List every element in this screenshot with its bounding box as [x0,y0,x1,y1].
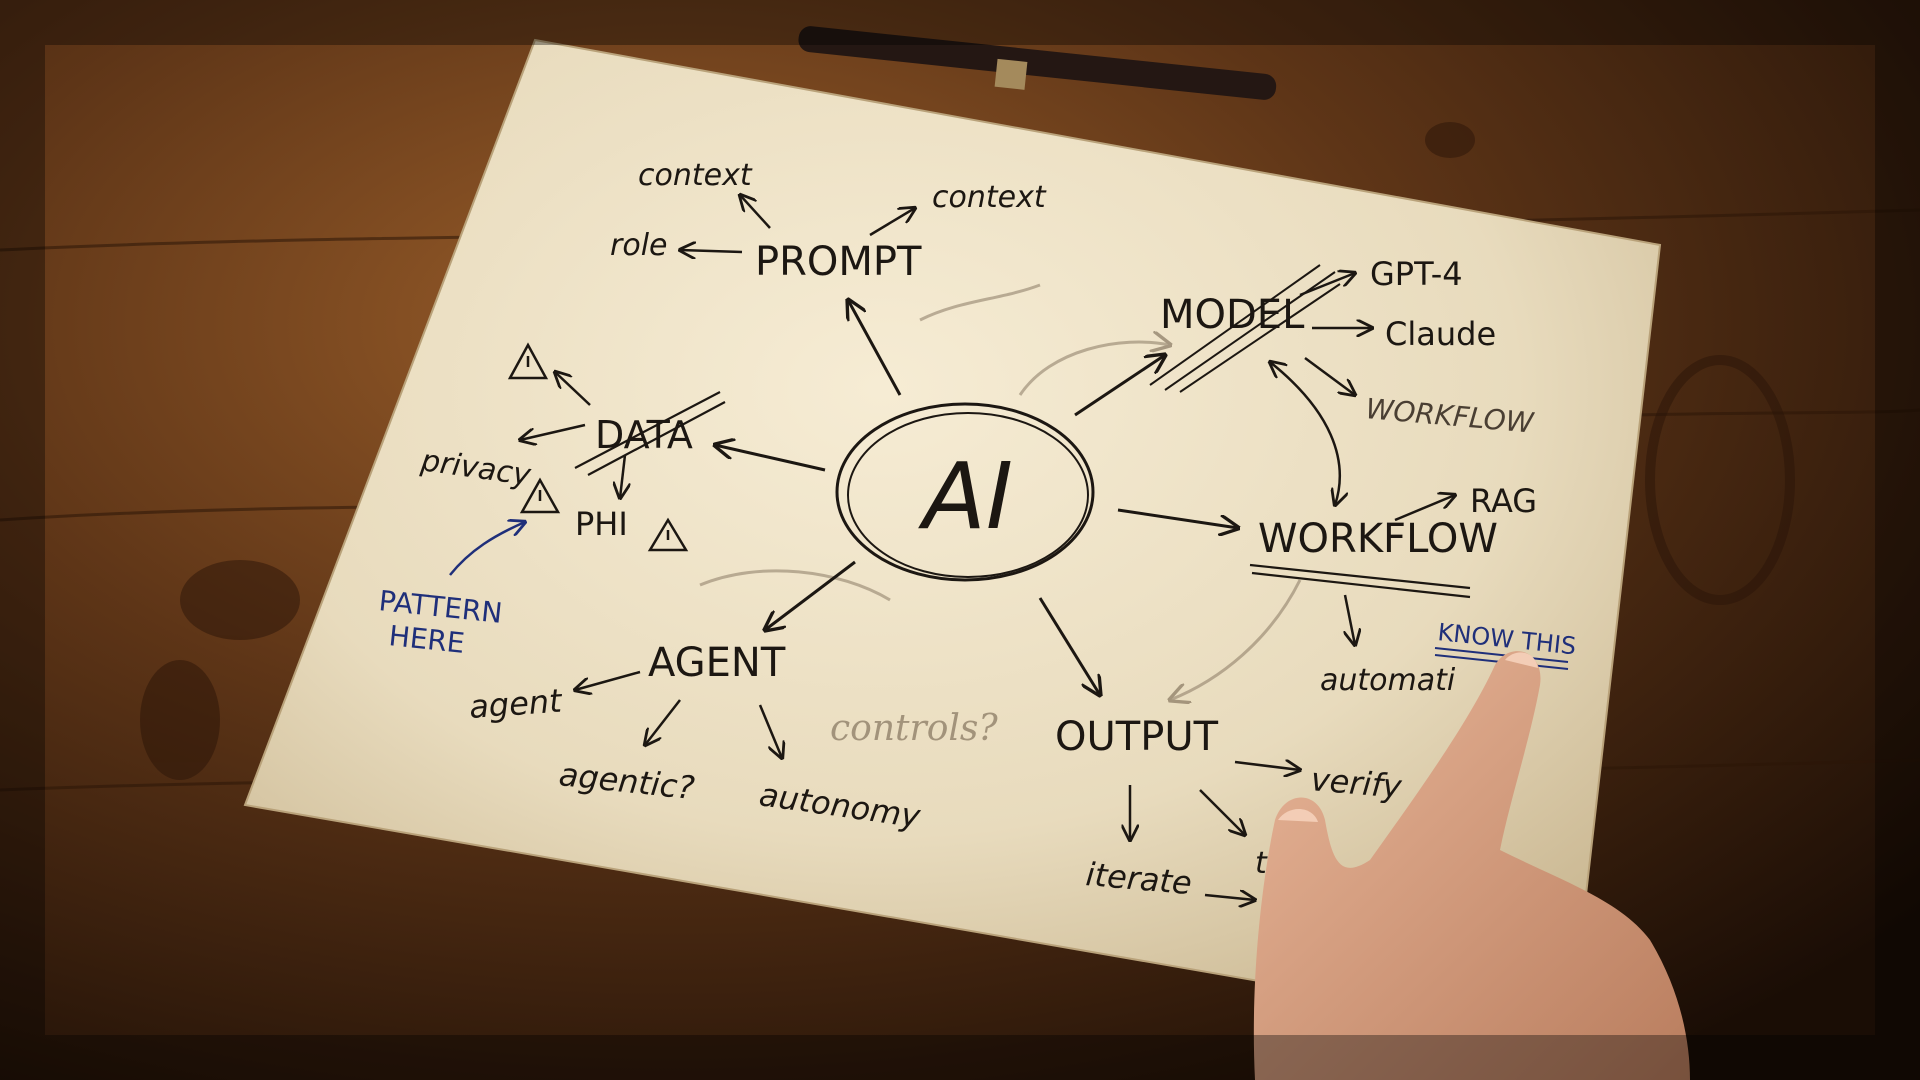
prompt-label: PROMPT [755,239,922,285]
model-label: MODEL [1160,292,1305,338]
model-child-gpt4: GPT-4 [1370,255,1463,293]
center-label: AI [918,443,1013,550]
model-child-claude: Claude [1385,315,1496,353]
workflow-child-automation: automati [1320,663,1456,698]
prompt-child-role: role [610,228,667,263]
workflow-child-rag: RAG [1470,482,1537,520]
prompt-child-context-left: context [638,158,753,193]
output-child-verify: verify [1309,760,1404,806]
workflow-label: WORKFLOW [1258,516,1498,562]
output-label: OUTPUT [1055,714,1219,760]
agent-label: AGENT [648,640,786,686]
data-child-phi: PHI [575,505,628,543]
prompt-child-context-right: context [932,180,1047,215]
agent-child-agent: agent [468,682,564,726]
pencil-controls-note: controls? [830,708,998,749]
